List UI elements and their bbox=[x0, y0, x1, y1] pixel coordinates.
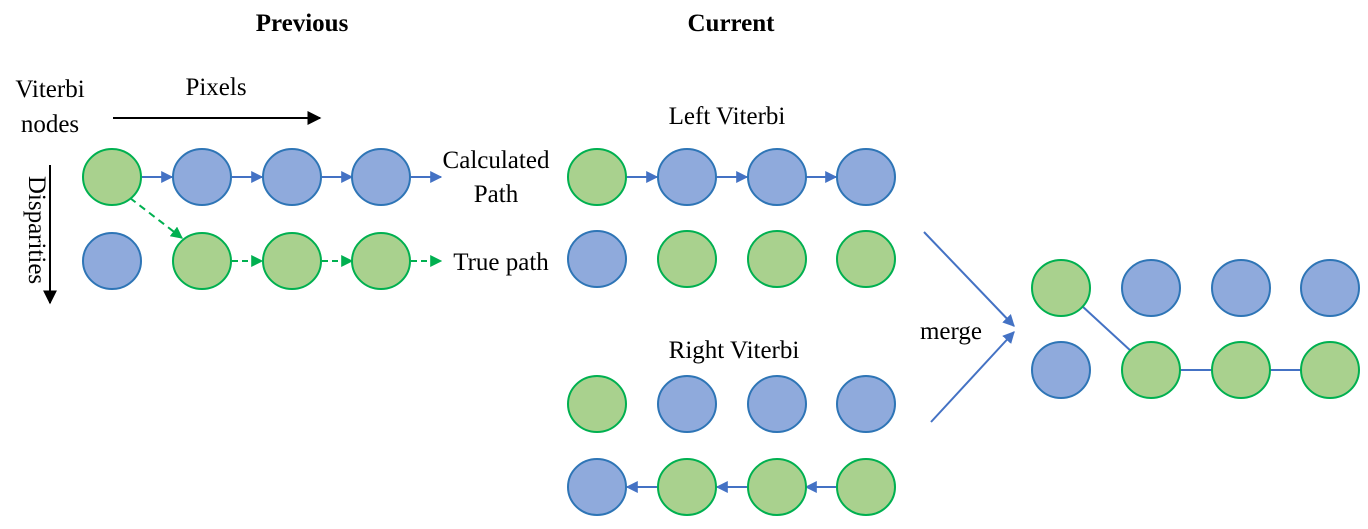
node-blue bbox=[836, 148, 896, 206]
merged-path-link bbox=[1081, 305, 1133, 353]
current-heading: Current bbox=[687, 10, 775, 37]
node-blue bbox=[172, 148, 232, 206]
node-blue bbox=[1031, 341, 1091, 399]
viterbi-nodes-label-line2: nodes bbox=[21, 111, 79, 138]
merge-label: merge bbox=[920, 318, 982, 345]
node-blue bbox=[657, 375, 717, 433]
node-blue bbox=[747, 148, 807, 206]
right-viterbi-nodes bbox=[567, 375, 896, 516]
previous-true-path bbox=[129, 197, 443, 267]
viterbi-nodes-label-line1: Viterbi bbox=[15, 76, 84, 103]
node-green bbox=[657, 458, 717, 516]
left-viterbi-nodes bbox=[567, 148, 896, 288]
left-viterbi-title: Left Viterbi bbox=[669, 103, 786, 130]
node-blue bbox=[82, 232, 142, 290]
node-green bbox=[1211, 341, 1271, 399]
node-green bbox=[82, 148, 142, 206]
previous-nodes bbox=[82, 148, 411, 290]
node-green bbox=[262, 232, 322, 290]
node-blue bbox=[262, 148, 322, 206]
true-path-arrow bbox=[129, 197, 183, 239]
calculated-path-label-line2: Path bbox=[474, 181, 519, 208]
node-green bbox=[567, 148, 627, 206]
node-blue bbox=[351, 148, 411, 206]
right-viterbi-title: Right Viterbi bbox=[669, 337, 800, 364]
node-blue bbox=[747, 375, 807, 433]
merge-arrow-top bbox=[923, 231, 1015, 327]
node-green bbox=[1300, 341, 1360, 399]
node-blue bbox=[1300, 259, 1360, 317]
node-green bbox=[1031, 259, 1091, 317]
node-blue bbox=[657, 148, 717, 206]
pixels-label: Pixels bbox=[185, 74, 246, 101]
merged-nodes bbox=[1031, 259, 1360, 399]
node-green bbox=[351, 232, 411, 290]
merged-path bbox=[1081, 305, 1302, 371]
previous-heading: Previous bbox=[256, 10, 349, 37]
node-blue bbox=[1121, 259, 1181, 317]
node-green bbox=[836, 230, 896, 288]
node-green bbox=[836, 458, 896, 516]
node-green bbox=[657, 230, 717, 288]
node-green bbox=[747, 458, 807, 516]
merge-arrow-bottom bbox=[930, 331, 1015, 423]
node-green bbox=[747, 230, 807, 288]
node-green bbox=[567, 375, 627, 433]
disparities-label: Disparities bbox=[23, 176, 50, 284]
node-blue bbox=[1211, 259, 1271, 317]
node-green bbox=[1121, 341, 1181, 399]
node-blue bbox=[836, 375, 896, 433]
node-green bbox=[172, 232, 232, 290]
node-blue bbox=[567, 230, 627, 288]
calculated-path-label-line1: Calculated bbox=[443, 147, 550, 174]
node-blue bbox=[567, 458, 627, 516]
true-path-label: True path bbox=[453, 249, 549, 276]
